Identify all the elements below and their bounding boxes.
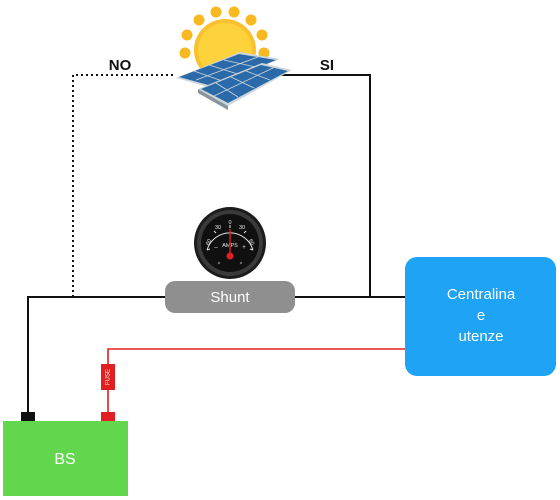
controller-label-line1: Centralina xyxy=(447,286,516,303)
label-no: NO xyxy=(109,57,132,74)
gauge-minus-sign: – xyxy=(214,245,218,251)
sun-with-solar-panels-icon xyxy=(176,6,292,110)
battery-label: BS xyxy=(54,451,75,468)
shunt-body xyxy=(165,281,295,313)
solid-wire-si xyxy=(272,74,371,297)
negative-wire-battery-shunt xyxy=(27,296,165,412)
battery: BS xyxy=(3,412,128,496)
solar-panel-front xyxy=(198,63,292,110)
gauge-tick-4: 60 xyxy=(247,238,255,246)
gauge-plus-sign: + xyxy=(242,245,246,251)
gauge-tick-3: 30 xyxy=(239,225,245,231)
fuse: FUSE xyxy=(101,364,115,390)
battery-negative-terminal xyxy=(21,412,35,422)
dotted-wire-no xyxy=(72,74,175,297)
controller-body xyxy=(405,257,556,376)
gauge-tick-2: 0 xyxy=(228,220,231,226)
controller-label-line2: e xyxy=(477,307,485,324)
gauge-tick-1: 30 xyxy=(215,225,221,231)
controller-box: Centralina e utenze xyxy=(405,257,556,376)
fuse-label: FUSE xyxy=(106,369,112,385)
shunt-label: Shunt xyxy=(210,289,250,306)
controller-label-line3: utenze xyxy=(458,328,503,345)
gauge-tick-0: 60 xyxy=(205,238,213,246)
shunt: Shunt xyxy=(165,281,295,313)
label-si: SI xyxy=(320,57,334,74)
battery-body xyxy=(3,421,128,496)
battery-positive-terminal xyxy=(101,412,115,422)
ammeter-gauge-icon: 60 30 0 30 60 AMPS – + xyxy=(194,207,266,279)
positive-wire xyxy=(107,348,405,412)
